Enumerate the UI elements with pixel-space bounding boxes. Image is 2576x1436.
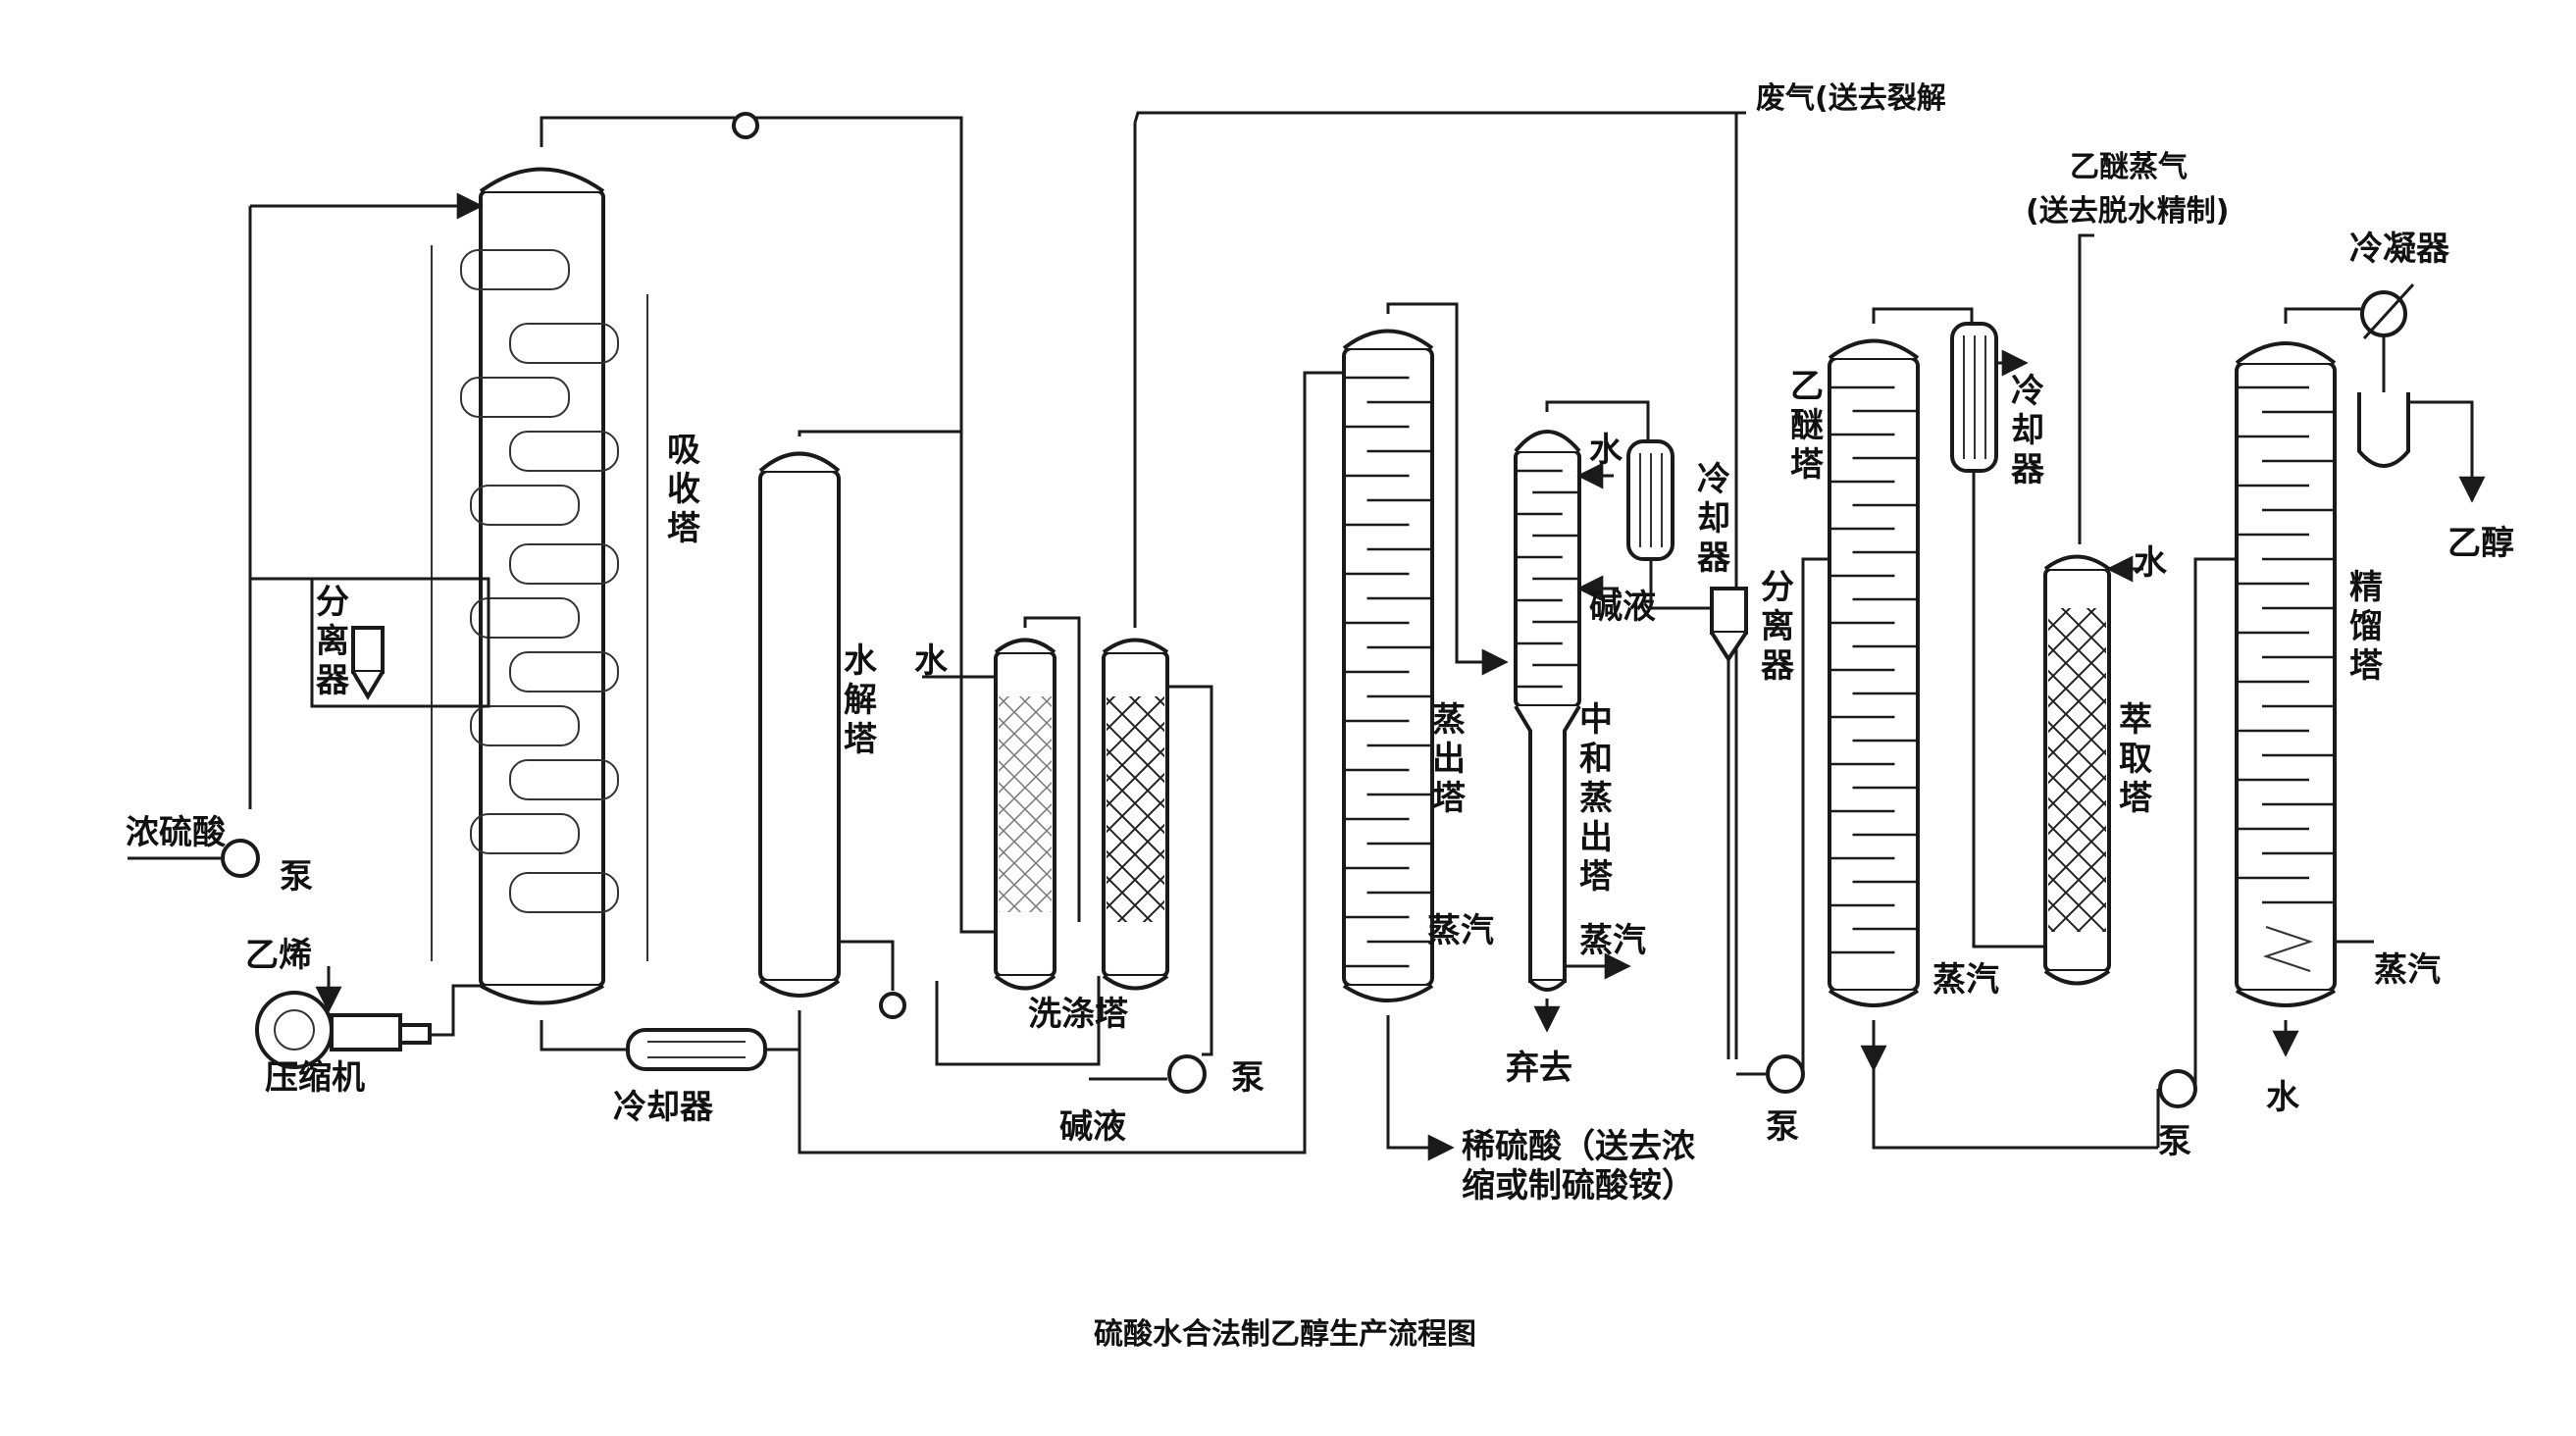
waste-gas-line: 废气(送去裂解 <box>1133 81 1946 1059</box>
water-2-label: 水 <box>1589 431 1623 470</box>
separator-2: 分 离 器 泵 <box>1710 557 1834 1147</box>
neutral-label-2: 和 <box>1579 740 1613 779</box>
washing-tower-1: 水 <box>914 436 1081 991</box>
compressor: 乙烯 压缩机 <box>245 936 481 1098</box>
neutral-label-5: 塔 <box>1579 857 1614 897</box>
stripper-label-2: 出 <box>1432 740 1466 779</box>
conc-acid-label: 浓硫酸 <box>126 813 227 852</box>
condenser-label: 冷凝器 <box>2349 230 2450 269</box>
absorber-label-1: 吸 <box>667 431 700 470</box>
cooler-2-label-2: 却 <box>1697 499 1730 538</box>
pump-1-label: 泵 <box>280 857 313 897</box>
valve-icon <box>732 112 759 139</box>
extract-label-2: 取 <box>2119 740 2152 779</box>
steam-1-label: 蒸汽 <box>1427 911 1494 950</box>
diagram-caption: 硫酸水合法制乙醇生产流程图 <box>1094 1317 1476 1352</box>
washing-tower-2: 洗涤塔 <box>935 123 1213 1066</box>
cooler-3-label-1: 冷 <box>2011 372 2044 411</box>
ether-vapor-outlet: 乙醚蒸气 (送去脱水精制) <box>2026 150 2229 544</box>
separator-2-label-2: 离 <box>1761 607 1794 646</box>
separator-1-label-2: 离 <box>316 622 349 661</box>
separator-1-label-3: 器 <box>316 661 350 700</box>
cooler-2: 冷 却 器 <box>1626 439 1731 610</box>
waste-gas-label: 废气(送去裂解 <box>1756 81 1946 116</box>
absorber-side-lines <box>431 245 648 961</box>
ether-tower-label-1: 乙 <box>1790 367 1824 406</box>
dilute-acid-label-1: 稀硫酸（送去浓 <box>1462 1127 1696 1166</box>
water-1-label: 水 <box>914 641 949 681</box>
absorber-label-3: 塔 <box>667 509 701 548</box>
steam-3-label: 蒸汽 <box>1932 960 1999 1000</box>
hydrolysis-tower: 水 解 塔 <box>758 371 1344 1154</box>
discard-label: 弃去 <box>1506 1049 1572 1088</box>
pump-3-icon <box>1766 1054 1805 1094</box>
hydrolysis-label-2: 解 <box>844 681 877 720</box>
rectify-label-2: 馏 <box>2349 607 2383 646</box>
alkali-2-label: 碱液 <box>1589 588 1656 627</box>
neutral-label-4: 出 <box>1579 818 1613 857</box>
absorber-label-2: 收 <box>667 470 700 509</box>
separator-1-label-1: 分 <box>316 583 349 622</box>
water-3-label: 水 <box>2134 543 2168 583</box>
valve-icon <box>879 992 906 1019</box>
stripper-label-1: 蒸 <box>1432 700 1466 740</box>
rectifying-tower: 精 馏 塔 蒸汽 水 <box>2235 341 2441 1117</box>
cooler-2-label-1: 冷 <box>1697 460 1730 499</box>
absorber-coils <box>460 249 619 913</box>
steam-4-label: 蒸汽 <box>2374 950 2441 990</box>
steam-2-label: 蒸汽 <box>1579 921 1646 960</box>
neutralization-tower: 水 碱液 中 和 蒸 出 塔 蒸汽 弃去 <box>1506 400 1656 1088</box>
cooler-1: 冷却器 <box>540 1020 799 1127</box>
washing-tower-label: 洗涤塔 <box>1028 995 1129 1034</box>
ether-tower-label-2: 醚 <box>1790 406 1824 445</box>
extract-label-3: 塔 <box>2119 779 2153 818</box>
pump-2-label: 泵 <box>1231 1058 1264 1098</box>
cooler-3-label-3: 器 <box>2011 450 2045 489</box>
pump-3-label: 泵 <box>1766 1107 1799 1147</box>
hydrolysis-label-3: 塔 <box>844 720 878 759</box>
cooler-2-label-3: 器 <box>1697 538 1731 578</box>
pump-2: 泵 碱液 <box>1059 1054 1264 1147</box>
neutral-label-3: 蒸 <box>1579 779 1613 818</box>
stripping-tower: 蒸 出 塔 蒸汽 稀硫酸（送去浓 缩或制硫酸铵） <box>1342 302 1696 1205</box>
cooler-3: 冷 却 器 <box>1950 322 2045 949</box>
neutral-label-1: 中 <box>1579 700 1613 740</box>
stripper-label-3: 塔 <box>1432 779 1467 818</box>
rectify-label-3: 塔 <box>2349 646 2384 686</box>
alkali-1-label: 碱液 <box>1059 1107 1126 1147</box>
ethanol-label: 乙醇 <box>2447 524 2514 563</box>
acid-feed: 浓硫酸 泵 <box>126 192 484 897</box>
ethylene-label: 乙烯 <box>245 936 312 975</box>
pump-4: 泵 <box>2156 557 2241 1161</box>
compressor-label: 压缩机 <box>265 1058 365 1098</box>
ether-vapor-dest-label: (送去脱水精制) <box>2026 194 2229 229</box>
extraction-tower: 水 萃 取 塔 <box>2043 543 2168 986</box>
extract-label-1: 萃 <box>2119 700 2152 740</box>
pump-4-icon <box>2158 1069 2197 1108</box>
ether-vapor-label: 乙醚蒸气 <box>2070 150 2188 184</box>
separator-1: 分 离 器 <box>310 577 490 708</box>
separator-2-label-1: 分 <box>1761 568 1794 607</box>
cooler-1-label: 冷却器 <box>613 1088 714 1127</box>
ether-tower-label-3: 塔 <box>1790 445 1825 485</box>
water-4-label: 水 <box>2266 1078 2300 1117</box>
pump-1-icon <box>221 839 260 878</box>
absorber-overhead-line <box>540 112 963 436</box>
dilute-acid-label-2: 缩或制硫酸铵） <box>1462 1166 1695 1205</box>
hydrolysis-label-1: 水 <box>844 641 878 681</box>
absorption-tower: 吸 收 塔 <box>431 132 701 1005</box>
condenser: 冷凝器 乙醇 <box>2284 230 2514 563</box>
cooler-3-label-2: 却 <box>2011 411 2044 450</box>
separator-2-label-3: 器 <box>1761 646 1795 686</box>
rectify-label-1: 精 <box>2349 568 2383 607</box>
ether-tower: 乙 醚 塔 蒸汽 <box>1790 307 2158 1150</box>
pump-4-label: 泵 <box>2158 1122 2191 1161</box>
pump-2-icon <box>1167 1054 1207 1094</box>
